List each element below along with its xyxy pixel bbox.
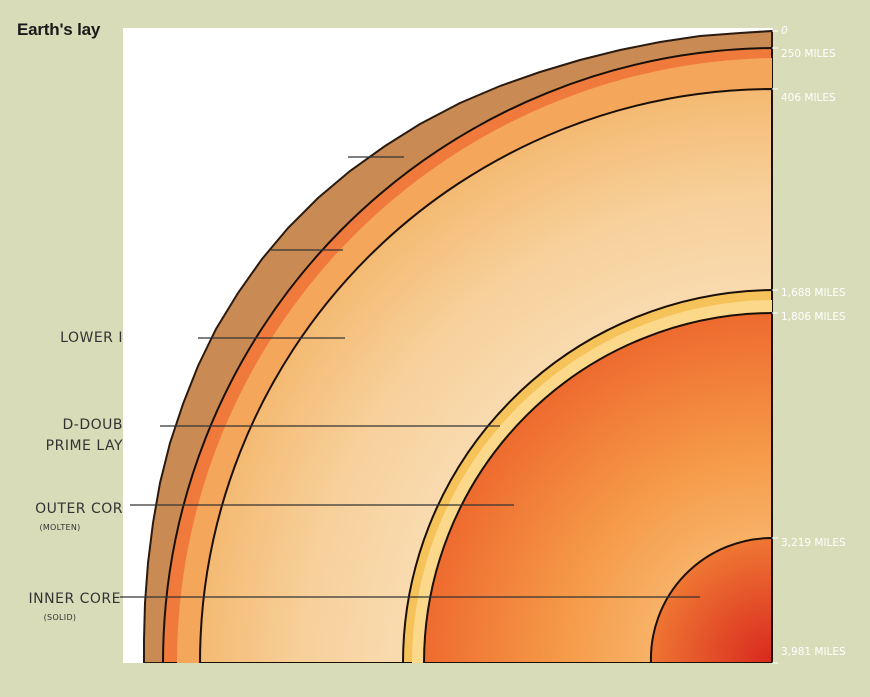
depth-label-3219: 3,219 MILES: [781, 537, 846, 549]
label-d-double-prime: D-DOUB PRIME LAY: [45, 417, 123, 454]
depth-label-3981: 3,981 MILES: [781, 646, 846, 658]
diagram-title: Earth's lay: [17, 20, 101, 39]
depth-label-406: 406 MILES: [781, 92, 836, 104]
label-outer-core-sub: (MOLTEN): [39, 523, 81, 532]
depth-label-1806: 1,806 MILES: [781, 311, 846, 323]
label-inner-core: INNER CORE: [28, 591, 121, 607]
label-outer-core: OUTER COR: [35, 501, 123, 517]
label-lower-mantle: LOWER I: [60, 330, 123, 346]
inner-core-layer: [649, 536, 773, 663]
depth-label-0: 0: [781, 25, 788, 37]
depth-label-1688: 1,688 MILES: [781, 287, 846, 299]
depth-label-250: 250 MILES: [781, 48, 836, 60]
label-inner-core-sub: (SOLID): [43, 613, 77, 622]
